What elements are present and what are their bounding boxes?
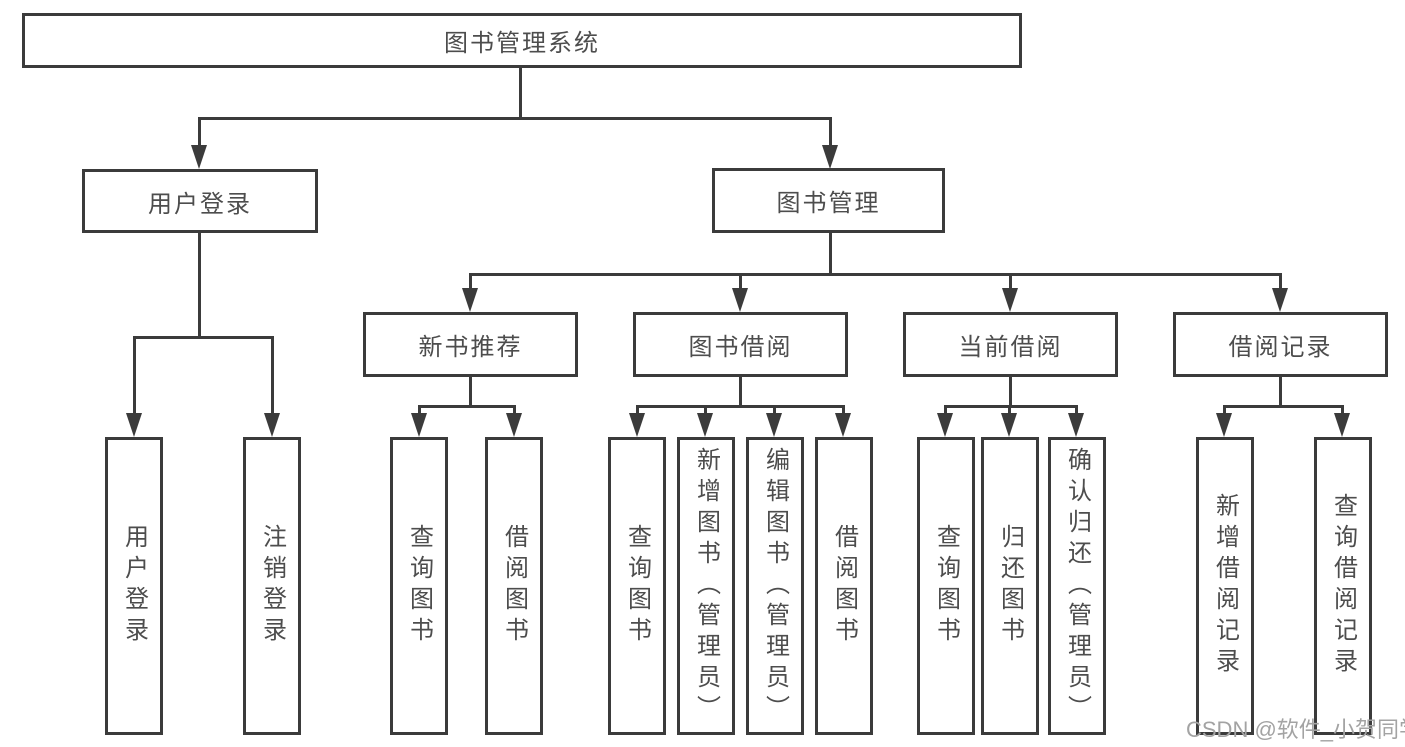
connector-line xyxy=(469,377,472,408)
node-label: 新增借阅记录 xyxy=(1211,493,1239,679)
node-label: 当前借阅 xyxy=(958,334,1063,361)
connector-line xyxy=(636,405,845,408)
connector-line xyxy=(829,233,832,275)
node-root-library-system: 图书管理系统 xyxy=(22,13,1022,68)
arrow-down-icon xyxy=(411,413,427,437)
connector-line xyxy=(1075,405,1078,415)
connector-line xyxy=(469,273,472,290)
connector-line xyxy=(944,405,1078,408)
arrow-down-icon xyxy=(1001,413,1017,437)
leaf-query-books-borrow: 查询图书 xyxy=(608,437,666,735)
node-book-borrowing: 图书借阅 xyxy=(633,312,848,377)
connector-line xyxy=(1223,405,1226,415)
arrow-down-icon xyxy=(697,413,713,437)
node-current-borrowing: 当前借阅 xyxy=(903,312,1118,377)
node-book-management: 图书管理 xyxy=(712,168,945,233)
node-label: 图书借阅 xyxy=(688,334,793,361)
connector-line xyxy=(418,405,421,415)
node-label: 图书管理 xyxy=(776,190,881,217)
arrow-down-icon xyxy=(1334,413,1350,437)
arrow-down-icon xyxy=(937,413,953,437)
arrow-down-icon xyxy=(264,413,280,437)
connector-line xyxy=(271,336,274,415)
node-label: 用户登录 xyxy=(120,524,148,648)
arrow-down-icon xyxy=(1002,288,1018,312)
watermark: CSDN @软件_小贺同学 xyxy=(1186,717,1405,742)
arrow-down-icon xyxy=(732,288,748,312)
node-new-book-recommendation: 新书推荐 xyxy=(363,312,578,377)
leaf-borrow-books-recommend: 借阅图书 xyxy=(485,437,543,735)
node-label: 借阅记录 xyxy=(1228,334,1333,361)
connector-line xyxy=(829,117,832,147)
node-label: 查询图书 xyxy=(932,524,960,648)
leaf-query-books-current: 查询图书 xyxy=(917,437,975,735)
arrow-down-icon xyxy=(506,413,522,437)
node-label: 用户登录 xyxy=(148,190,252,218)
leaf-add-borrow-record: 新增借阅记录 xyxy=(1196,437,1254,735)
node-label: 查询图书 xyxy=(405,524,433,648)
node-user-login: 用户登录 xyxy=(82,169,318,233)
node-label: 新书推荐 xyxy=(418,334,523,361)
leaf-confirm-return-admin: 确认归还（管理员） xyxy=(1048,437,1106,735)
connector-line xyxy=(739,273,742,290)
arrow-down-icon xyxy=(462,288,478,312)
leaf-borrow-books: 借阅图书 xyxy=(815,437,873,735)
node-label: 查询借阅记录 xyxy=(1329,493,1357,679)
node-borrowing-records: 借阅记录 xyxy=(1173,312,1388,377)
leaf-query-borrow-record: 查询借阅记录 xyxy=(1314,437,1372,735)
connector-line xyxy=(198,117,832,120)
connector-line xyxy=(1341,405,1344,415)
node-label: 归还图书 xyxy=(996,524,1024,648)
connector-line xyxy=(944,405,947,415)
node-label: 查询图书 xyxy=(623,524,651,648)
connector-line xyxy=(133,336,136,415)
connector-line xyxy=(773,405,776,415)
node-label: 确认归还（管理员） xyxy=(1063,446,1091,726)
connector-line xyxy=(1223,405,1344,408)
arrow-down-icon xyxy=(822,145,838,169)
connector-line xyxy=(418,405,516,408)
connector-line xyxy=(198,117,201,147)
connector-line xyxy=(1279,377,1282,408)
node-label: 注销登录 xyxy=(258,524,286,648)
connector-line xyxy=(513,405,516,415)
connector-line xyxy=(133,336,274,339)
connector-line xyxy=(1009,377,1012,408)
connector-line xyxy=(1279,273,1282,290)
leaf-logout: 注销登录 xyxy=(243,437,301,735)
leaf-query-books-recommend: 查询图书 xyxy=(390,437,448,735)
connector-line xyxy=(739,377,742,408)
arrow-down-icon xyxy=(1068,413,1084,437)
arrow-down-icon xyxy=(191,145,207,169)
arrow-down-icon xyxy=(1216,413,1232,437)
connector-line xyxy=(1009,273,1012,290)
connector-line xyxy=(469,273,1282,276)
leaf-user-login: 用户登录 xyxy=(105,437,163,735)
leaf-return-books: 归还图书 xyxy=(981,437,1039,735)
arrow-down-icon xyxy=(126,413,142,437)
connector-line xyxy=(198,233,201,337)
arrow-down-icon xyxy=(835,413,851,437)
connector-line xyxy=(842,405,845,415)
node-label: 新增图书（管理员） xyxy=(692,446,720,726)
arrow-down-icon xyxy=(766,413,782,437)
node-label: 借阅图书 xyxy=(500,524,528,648)
node-label: 借阅图书 xyxy=(830,524,858,648)
leaf-edit-books-admin: 编辑图书（管理员） xyxy=(746,437,804,735)
node-label: 编辑图书（管理员） xyxy=(761,446,789,726)
arrow-down-icon xyxy=(629,413,645,437)
connector-line xyxy=(519,68,522,119)
connector-line xyxy=(1008,405,1011,415)
connector-line xyxy=(636,405,639,415)
node-label: 图书管理系统 xyxy=(444,30,600,57)
connector-line xyxy=(704,405,707,415)
arrow-down-icon xyxy=(1272,288,1288,312)
leaf-add-books-admin: 新增图书（管理员） xyxy=(677,437,735,735)
